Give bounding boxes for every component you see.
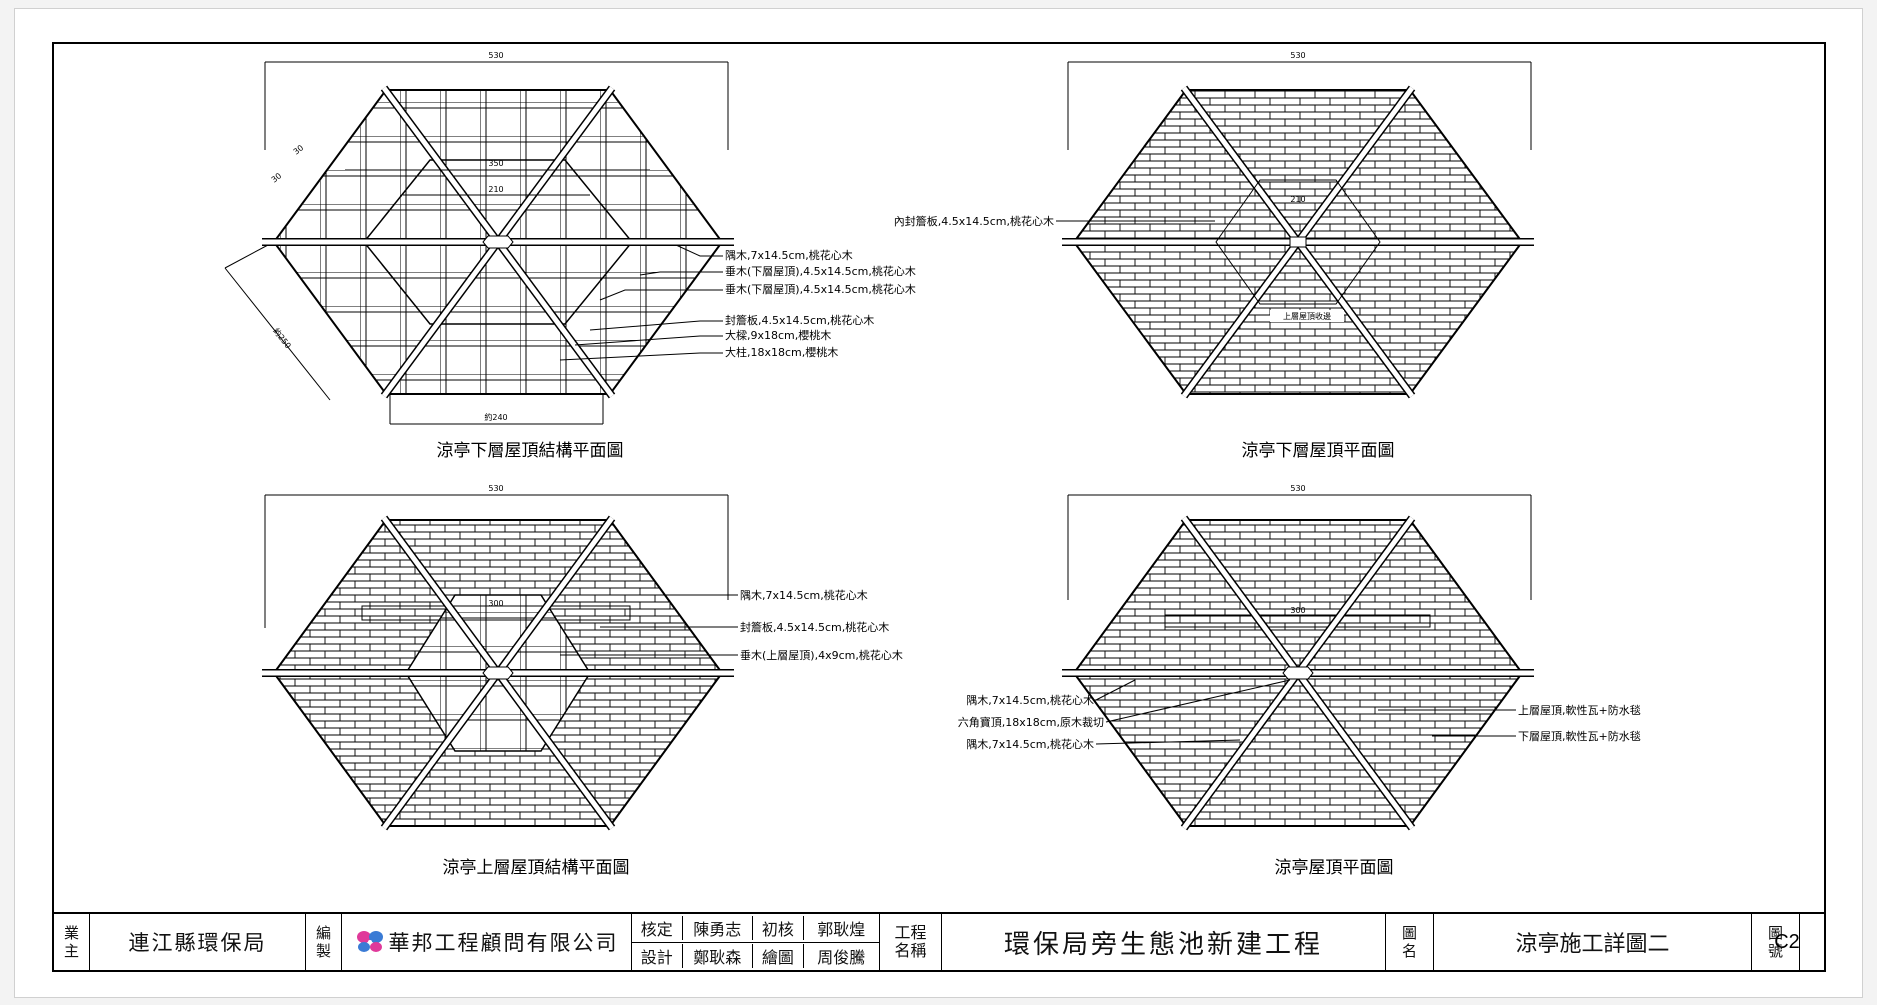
drafter-label: 編製	[306, 914, 342, 970]
view3-callout-3: 垂木(上層屋頂),4x9cm,桃花心木	[740, 648, 903, 662]
view1-callout-3: 垂木(下層屋頂),4.5x14.5cm,桃花心木	[725, 282, 916, 296]
view-lower-roof-plan: 530 210 內封簷板,4.5x14.5cm,桃花心木 上層屋頂收邊 涼亭下層…	[894, 51, 1534, 461]
view1-title: 涼亭下層屋頂結構平面圖	[437, 441, 624, 461]
review-label: 初核	[753, 916, 804, 940]
drawing-name: 涼亭施工詳圖二	[1434, 914, 1752, 970]
view3-dim-530: 530	[488, 484, 503, 493]
design-label: 設計	[632, 944, 683, 968]
drawing-name-label: 圖名	[1386, 914, 1434, 970]
owner-name: 連江縣環保局	[90, 914, 306, 970]
view1-dim-250: 約250	[271, 326, 293, 351]
draw-name: 周俊騰	[817, 948, 866, 967]
approve-label: 核定	[632, 916, 683, 940]
view3-callout-1: 隅木,7x14.5cm,桃花心木	[740, 588, 868, 602]
view-lower-roof-structure: 530 350 210 約240 約250 30 30 隅木,7x14.5cm,…	[224, 51, 916, 461]
view3-title: 涼亭上層屋頂結構平面圖	[443, 858, 630, 878]
view1-dim-350: 350	[488, 159, 503, 168]
review-name: 郭耿煌	[817, 920, 866, 939]
design-name: 鄭耿森	[683, 944, 754, 968]
view4-callout-1: 隅木,7x14.5cm,桃花心木	[966, 693, 1094, 707]
draw-label: 繪圖	[753, 944, 804, 968]
view2-callout-2: 上層屋頂收邊	[1283, 311, 1331, 321]
drawing-number: C2	[1774, 930, 1800, 953]
view4-callout-5: 下層屋頂,軟性瓦+防水毯	[1518, 729, 1641, 743]
view1-dim-530: 530	[488, 51, 503, 60]
view1-callout-2: 垂木(下層屋頂),4.5x14.5cm,桃花心木	[725, 264, 916, 278]
view1-callout-6: 大柱,18x18cm,櫻桃木	[725, 345, 838, 359]
view4-title: 涼亭屋頂平面圖	[1275, 858, 1394, 878]
view1-dim-240: 約240	[484, 412, 507, 422]
view4-callout-3: 隅木,7x14.5cm,桃花心木	[966, 737, 1094, 751]
view1-dim-210: 210	[488, 185, 503, 194]
view2-dim-530: 530	[1290, 51, 1305, 60]
view4-callout-2: 六角寶頂,18x18cm,原木裁切	[958, 715, 1104, 729]
view4-dim-300: 300	[1290, 606, 1305, 615]
view2-callout-1: 內封簷板,4.5x14.5cm,桃花心木	[894, 214, 1054, 228]
title-block: 業主 連江縣環保局 編製 華邦工程顧問有限公司 核定 陳勇志 初核 郭耿煌 設計…	[52, 912, 1826, 972]
view3-dim-300: 300	[488, 599, 503, 608]
company-logo-icon	[356, 931, 383, 952]
view1-dim-30a: 30	[292, 143, 306, 156]
owner-label: 業主	[54, 914, 90, 970]
view2-title: 涼亭下層屋頂平面圖	[1242, 441, 1395, 461]
company-cell: 華邦工程顧問有限公司	[342, 914, 632, 970]
view4-dim-530: 530	[1290, 484, 1305, 493]
view3-callout-2: 封簷板,4.5x14.5cm,桃花心木	[740, 620, 889, 634]
signature-grid: 核定 陳勇志 初核 郭耿煌 設計 鄭耿森 繪圖 周俊騰	[632, 914, 880, 970]
approve-name: 陳勇志	[683, 916, 754, 940]
project-label: 工程名稱	[880, 914, 942, 970]
project-name: 環保局旁生態池新建工程	[942, 914, 1386, 970]
view1-callout-5: 大樑,9x18cm,櫻桃木	[725, 328, 831, 342]
view1-dim-30b: 30	[270, 171, 284, 184]
company-name: 華邦工程顧問有限公司	[388, 931, 619, 955]
view-roof-plan: 530 300 隅木,7x14.5cm,桃花心木 六角寶頂,18x18cm,原木…	[958, 484, 1641, 878]
view1-callout-4: 封簷板,4.5x14.5cm,桃花心木	[725, 313, 874, 327]
view1-callout-1: 隅木,7x14.5cm,桃花心木	[725, 248, 853, 262]
view2-dim-210: 210	[1290, 195, 1305, 204]
view-upper-roof-structure: 530 300 隅木,7x14.5cm,桃花心木 封簷板,4.5x14.5cm,…	[262, 484, 903, 878]
drawing-number-label: 圖號	[1752, 914, 1800, 970]
view4-callout-4: 上層屋頂,軟性瓦+防水毯	[1518, 703, 1641, 717]
